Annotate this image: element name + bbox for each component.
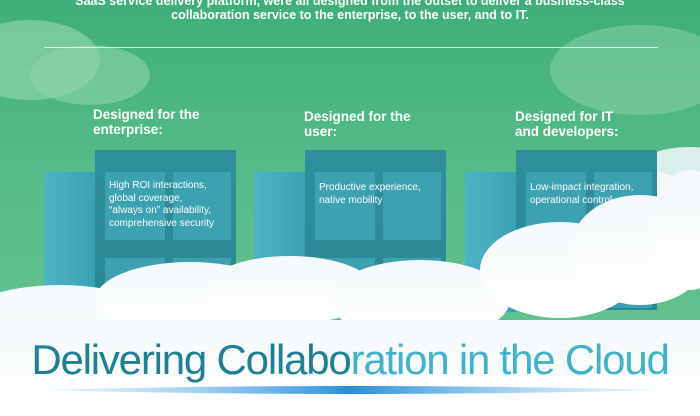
desc-line: global coverage, — [109, 192, 183, 204]
column-title-line: and developers: — [515, 124, 619, 139]
column-title-line: enterprise: — [93, 122, 163, 137]
building-window — [383, 172, 441, 240]
column-desc-it: Low-impact integration, operational cont… — [530, 182, 654, 207]
divider-line — [44, 47, 658, 48]
column-title-it: Designed for IT and developers: — [515, 109, 665, 139]
building-window — [105, 172, 165, 240]
building-window — [173, 172, 231, 240]
headline: Delivering Collaboration in the Cloud — [0, 338, 700, 382]
column-title-enterprise: Designed for the enterprise: — [93, 107, 243, 137]
column-title-line: Designed for IT — [515, 109, 614, 124]
column-title-line: Designed for the — [304, 109, 411, 124]
column-title-user: Designed for the user: — [304, 109, 454, 139]
desc-line: “always on” availability, — [109, 205, 212, 216]
desc-line: comprehensive security — [109, 217, 215, 229]
desc-line: High ROI interactions, — [109, 180, 207, 191]
desc-line: Low-impact integration, — [530, 182, 634, 193]
column-title-line: Designed for the — [93, 107, 200, 122]
column-desc-user: Productive experience, native mobility — [319, 182, 443, 207]
desc-line: operational control — [530, 194, 613, 206]
building-window — [315, 172, 375, 240]
headline-light-part: ration in the Cloud — [350, 336, 670, 383]
swoosh-underline — [40, 386, 660, 394]
desc-line: Productive experience, — [319, 182, 421, 193]
intro-line-2: collaboration service to the enterprise,… — [171, 8, 529, 22]
intro-text: SaaS service delivery platform, were all… — [0, 0, 700, 22]
headline-dark-part: Delivering Collabo — [31, 336, 351, 383]
intro-line-1: SaaS service delivery platform, were all… — [75, 0, 625, 8]
desc-line: native mobility — [319, 194, 383, 206]
column-desc-enterprise: High ROI interactions, global coverage, … — [109, 180, 233, 230]
column-title-line: user: — [304, 124, 338, 139]
